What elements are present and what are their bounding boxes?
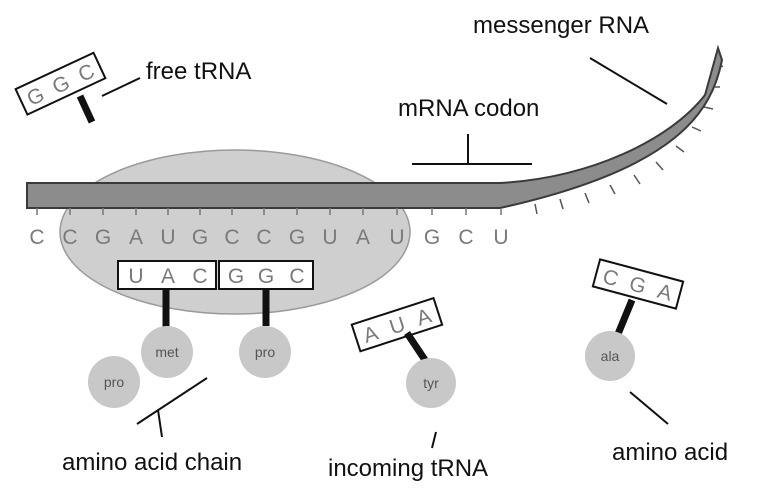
anticodon-base: A <box>161 265 175 288</box>
amino-acid-pro <box>88 356 140 408</box>
free-trna-right: C G A ala <box>585 258 685 381</box>
mrna-base: U <box>389 226 404 249</box>
amino-acid-leader <box>629 391 669 425</box>
anticodon-box <box>117 260 217 290</box>
mrna-base: G <box>95 226 111 249</box>
amino-acid-chain-label: amino acid chain <box>62 449 242 476</box>
anticodon-base: U <box>128 265 143 288</box>
mrna-base: G <box>424 226 440 249</box>
anticodon-base: G <box>228 265 244 288</box>
trna-stem <box>404 331 428 362</box>
anticodon-base: C <box>600 265 621 291</box>
amino-acid-met <box>141 326 193 378</box>
amino-acid-label: pro <box>104 374 124 390</box>
mrna-base: G <box>192 226 208 249</box>
mrna-base: C <box>224 226 239 249</box>
anticodon-base: C <box>192 265 207 288</box>
mrna-base: A <box>356 226 370 249</box>
mrna-base: G <box>289 226 305 249</box>
bound-trna-2: G G C pro <box>218 260 314 378</box>
anticodon-base: U <box>387 313 409 340</box>
bound-trna-1: U A C met <box>117 260 217 378</box>
mrna-base: A <box>129 226 143 249</box>
anticodon-base: C <box>289 265 304 288</box>
anticodon-base: A <box>414 304 434 330</box>
incoming-trna: A U A tyr <box>350 296 456 408</box>
mrna-bases: C C G A U G C C G U A U G C U <box>29 226 508 249</box>
incoming-trna-leader <box>431 431 437 449</box>
anticodon-base: A <box>655 280 674 306</box>
mrna-base: U <box>160 226 175 249</box>
amino-acid-tyr <box>406 358 456 408</box>
trna-stem <box>614 298 636 336</box>
trna-stem <box>76 94 96 124</box>
amino-acid-label: met <box>155 344 178 360</box>
mrna-strand <box>26 44 724 209</box>
anticodon-box <box>591 258 685 310</box>
incoming-trna-label: incoming tRNA <box>328 455 488 482</box>
mrna-codon-label: mRNA codon <box>398 95 539 122</box>
anticodon-box <box>350 296 444 353</box>
free-trna: G G C <box>14 51 107 116</box>
free-trna-leader <box>101 77 141 97</box>
mrna-base: C <box>458 226 473 249</box>
mrna-base: C <box>62 226 77 249</box>
anticodon-box <box>14 51 107 116</box>
anticodon-base: G <box>258 265 274 288</box>
anticodon-base: G <box>627 272 649 298</box>
amino-acid-label: tyr <box>423 375 439 391</box>
mrna-base: U <box>322 226 337 249</box>
amino-acid-label: pro <box>255 344 275 360</box>
amino-acid-pro <box>239 326 291 378</box>
free-trna-label: free tRNA <box>146 58 251 85</box>
amino-acid-label: ala <box>601 348 620 364</box>
chain-amino-acid: pro <box>88 356 140 408</box>
amino-acid-chain-leader <box>136 377 208 425</box>
anticodon-box <box>218 260 314 290</box>
amino-acid-label-text: amino acid <box>612 439 728 466</box>
base-ticks <box>36 208 502 215</box>
mrna-base: U <box>493 226 508 249</box>
messenger-rna-label: messenger RNA <box>473 12 649 39</box>
mrna-base: C <box>29 226 44 249</box>
amino-acid-chain-tick <box>157 409 163 438</box>
anticodon-base: A <box>361 322 381 348</box>
messenger-rna-leader <box>589 57 668 105</box>
amino-acid-ala <box>585 331 635 381</box>
mrna-base: C <box>256 226 271 249</box>
